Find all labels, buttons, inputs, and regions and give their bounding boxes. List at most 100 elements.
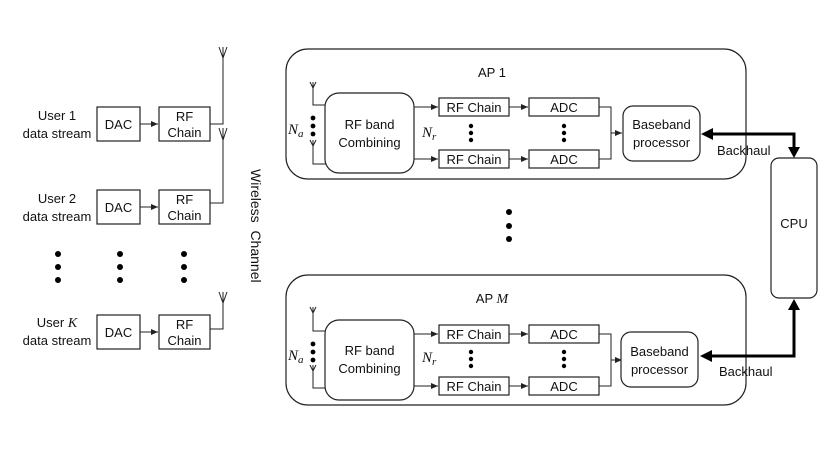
baseband-processor-block — [620, 331, 699, 388]
baseband-label-2: processor — [631, 362, 689, 377]
ap-m-title: AP M — [476, 291, 510, 307]
user-k-stream-label: data stream — [23, 333, 92, 348]
antenna-feed — [312, 146, 326, 165]
antenna-feed — [210, 303, 224, 330]
combining-label-1: RF band — [345, 343, 395, 358]
na-label: Na — [287, 348, 304, 366]
rf-chain-label-1: RF — [176, 192, 193, 207]
dac-block — [96, 106, 141, 142]
nr-subscript: r — [432, 131, 437, 143]
rf-chain-label-1: RF — [176, 317, 193, 332]
ap-1-enclosure — [285, 48, 747, 180]
rf-chain-label-2: Chain — [168, 333, 202, 348]
baseband-label-1: Baseband — [630, 344, 689, 359]
adc-merge-line — [599, 106, 612, 160]
ap-1-title: AP 1 — [478, 65, 506, 80]
arrowhead-left-icon — [700, 350, 712, 362]
antenna-icon — [309, 364, 317, 373]
combining-label-2: Combining — [338, 135, 400, 150]
rf-chain-label: RF Chain — [447, 152, 502, 167]
antenna-icon — [309, 139, 317, 148]
na-subscript: a — [298, 128, 304, 140]
baseband-label-2: processor — [633, 135, 691, 150]
antenna-feed — [210, 58, 224, 125]
rf-band-combining-block — [324, 92, 415, 174]
antenna-feed — [312, 88, 326, 106]
combining-label-1: RF band — [345, 117, 395, 132]
rf-chain-block — [158, 189, 211, 225]
ap-title-text: AP — [476, 291, 497, 306]
user-k-symbol: K — [67, 316, 78, 331]
dac-label: DAC — [105, 200, 132, 215]
nr-subscript: r — [432, 356, 437, 368]
rf-band-combining-block — [324, 319, 415, 401]
adc-merge-line — [599, 333, 612, 387]
na-symbol: N — [287, 122, 299, 138]
wireless-channel-label: Wireless Channel — [248, 169, 264, 283]
nr-symbol: N — [421, 125, 433, 141]
arrowhead-left-icon — [701, 128, 713, 140]
rf-chain-label: RF Chain — [447, 100, 502, 115]
cpu-label: CPU — [780, 216, 807, 231]
antenna-icon — [309, 81, 317, 90]
na-symbol: N — [287, 348, 299, 364]
antenna-icon — [218, 291, 228, 305]
ap-m-enclosure — [285, 274, 747, 406]
antenna-ellipsis-dots — [310, 115, 316, 137]
adc-label: ADC — [550, 379, 577, 394]
backhaul-line — [711, 309, 796, 358]
antenna-ellipsis-dots — [310, 341, 316, 363]
antenna-feed — [312, 371, 326, 389]
backhaul-label: Backhaul — [719, 364, 773, 379]
ap-1: AP 1 Na RF band Combining Nr RF Chain AD… — [285, 48, 771, 180]
dac-label: DAC — [105, 117, 132, 132]
rf-chain-block — [158, 106, 211, 142]
antenna-feed — [210, 140, 224, 204]
user-1-chain: User 1 data stream DAC RF Chain — [23, 46, 228, 142]
rf-chain-ellipsis-dots — [468, 349, 567, 369]
ap-title-symbol: M — [496, 292, 510, 307]
rf-chain-ellipsis-dots — [468, 123, 567, 143]
user-ellipsis-dots — [55, 251, 187, 283]
baseband-label-1: Baseband — [632, 117, 691, 132]
user-1-stream-label: data stream — [23, 126, 92, 141]
backhaul-link-apm — [700, 299, 800, 362]
nr-label: Nr — [421, 350, 437, 368]
rf-chain-label: RF Chain — [447, 327, 502, 342]
backhaul-line — [712, 132, 796, 148]
combining-label-2: Combining — [338, 361, 400, 376]
backhaul-link-ap1 — [701, 128, 800, 158]
user-2-label: User 2 — [38, 191, 76, 206]
rf-chain-block — [158, 314, 211, 350]
adc-label: ADC — [550, 327, 577, 342]
antenna-icon — [309, 306, 317, 315]
rf-chain-label-2: Chain — [168, 208, 202, 223]
baseband-processor-block — [622, 105, 701, 162]
adc-label: ADC — [550, 152, 577, 167]
rf-chain-label-2: Chain — [168, 125, 202, 140]
arrowhead-up-icon — [788, 299, 800, 310]
backhaul-label: Backhaul — [717, 143, 771, 158]
rf-chain-label: RF Chain — [447, 379, 502, 394]
user-2-chain: User 2 data stream DAC RF Chain — [23, 127, 228, 225]
dac-block — [96, 189, 141, 225]
user-2-stream-label: data stream — [23, 209, 92, 224]
nr-label: Nr — [421, 125, 437, 143]
arrowhead-down-icon — [788, 147, 800, 158]
rf-chain-label-1: RF — [176, 109, 193, 124]
ap-title-text: AP 1 — [478, 65, 506, 80]
na-label: Na — [287, 122, 304, 140]
user-k-prefix: User — [37, 315, 68, 330]
antenna-feed — [312, 313, 326, 332]
na-subscript: a — [298, 354, 304, 366]
user-1-label: User 1 — [38, 108, 76, 123]
ap-ellipsis-dots — [506, 209, 512, 242]
user-k-label: User K — [37, 315, 78, 331]
ap-m: AP M Na RF band Combining Nr RF Chain AD… — [285, 274, 773, 406]
antenna-icon — [218, 127, 228, 142]
adc-label: ADC — [550, 100, 577, 115]
dac-label: DAC — [105, 325, 132, 340]
user-k-chain: User K data stream DAC RF Chain — [23, 291, 228, 350]
antenna-icon — [218, 46, 228, 60]
